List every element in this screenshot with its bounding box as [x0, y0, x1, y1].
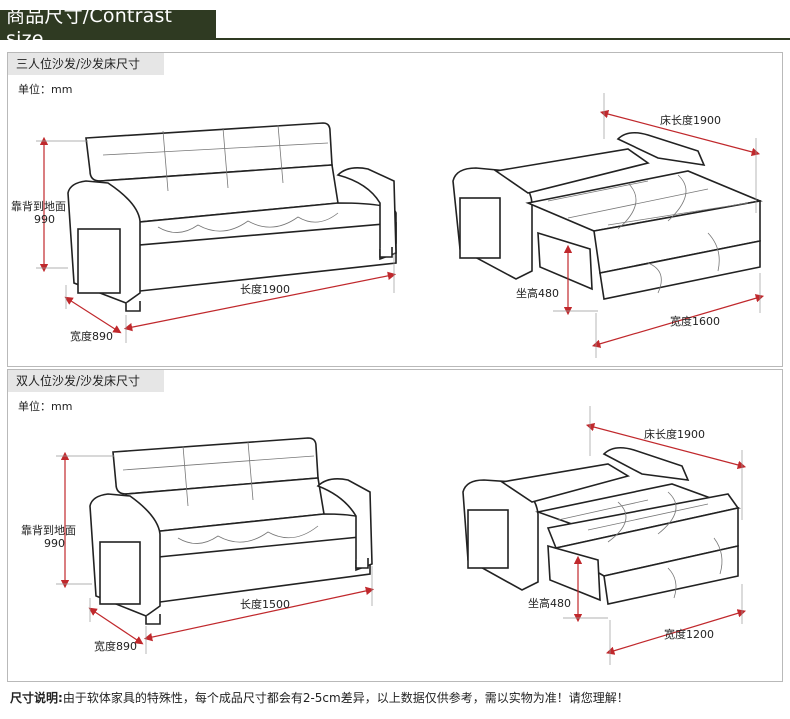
unit-label: 单位：mm	[18, 400, 73, 413]
size-note-text: 由于软体家具的特殊性，每个成品尺寸都会有2-5cm差异，以上数据仅供参考，需以实…	[62, 691, 629, 705]
sofa-bed-seams	[557, 491, 723, 599]
sofa-seams	[122, 441, 319, 544]
extension-lines-left	[56, 455, 373, 654]
length-label: 长度1500	[240, 597, 290, 611]
length-label: 长度1900	[240, 282, 290, 296]
bed-length-label: 床长度1900	[660, 113, 721, 127]
extension-lines-left	[36, 140, 395, 343]
seat-height-label: 坐高480	[516, 286, 559, 300]
panel-two-seat: 双人位沙发/沙发床尺寸 单位：mm	[7, 369, 783, 682]
dimension-lines-right	[563, 110, 765, 348]
size-note: 尺寸说明:由于软体家具的特殊性，每个成品尺寸都会有2-5cm差异，以上数据仅供参…	[10, 689, 629, 706]
bed-length-label: 床长度1900	[644, 427, 705, 441]
panel-title: 三人位沙发/沙发床尺寸	[8, 53, 164, 75]
backrest-label: 靠背到地面	[11, 199, 66, 213]
unit-label: 单位：mm	[18, 83, 73, 96]
sofa-bed-illustration	[462, 446, 742, 605]
sofa-bed-illustration	[452, 131, 763, 300]
backrest-value: 990	[34, 213, 55, 226]
backrest-value: 990	[44, 537, 65, 550]
section-header: 商品尺寸/Contrast size	[0, 5, 216, 50]
two-seat-drawing: 靠背到地面 990 长度1500 宽度890	[21, 406, 747, 665]
sofa-illustration	[89, 437, 373, 625]
section-title: 商品尺寸/Contrast size	[6, 4, 173, 50]
backrest-label: 靠背到地面	[21, 523, 76, 537]
sofa-seams	[102, 124, 339, 233]
dimension-lines-left	[60, 451, 375, 645]
dimension-lines-left	[39, 136, 397, 334]
width-label: 宽度890	[70, 329, 113, 343]
bed-width-label: 宽度1200	[664, 627, 714, 641]
extension-lines-right	[563, 406, 743, 665]
header-rule	[216, 38, 790, 40]
size-note-label: 尺寸说明:	[10, 691, 63, 705]
seat-height-label: 坐高480	[528, 596, 571, 610]
panel-title: 双人位沙发/沙发床尺寸	[8, 370, 164, 392]
extension-lines-right	[553, 93, 761, 358]
three-seat-drawing: 靠背到地面 990 长度1900 宽度890	[11, 93, 765, 358]
dimension-lines-right	[573, 423, 747, 655]
width-label: 宽度890	[94, 639, 137, 653]
panel-three-seat: 三人位沙发/沙发床尺寸 单位：mm	[7, 52, 783, 367]
bed-width-label: 宽度1600	[670, 314, 720, 328]
sofa-bed-seams	[547, 174, 749, 294]
sofa-illustration	[67, 122, 397, 312]
